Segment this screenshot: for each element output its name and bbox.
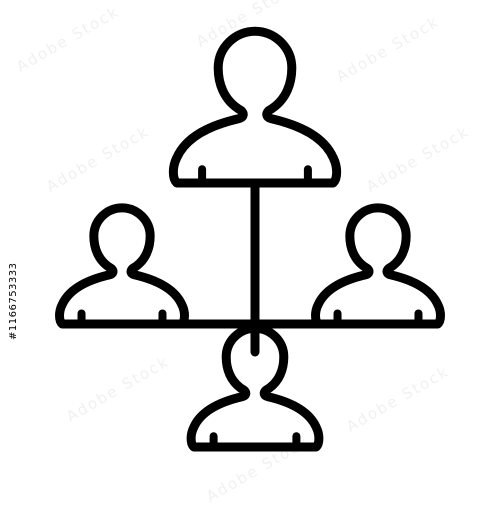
stock-id-label: #1166753333 bbox=[8, 262, 19, 340]
person-bottom-icon bbox=[186, 323, 324, 452]
person-top-icon bbox=[168, 26, 342, 188]
person-right-icon bbox=[311, 203, 445, 329]
person-left-icon bbox=[55, 203, 189, 329]
